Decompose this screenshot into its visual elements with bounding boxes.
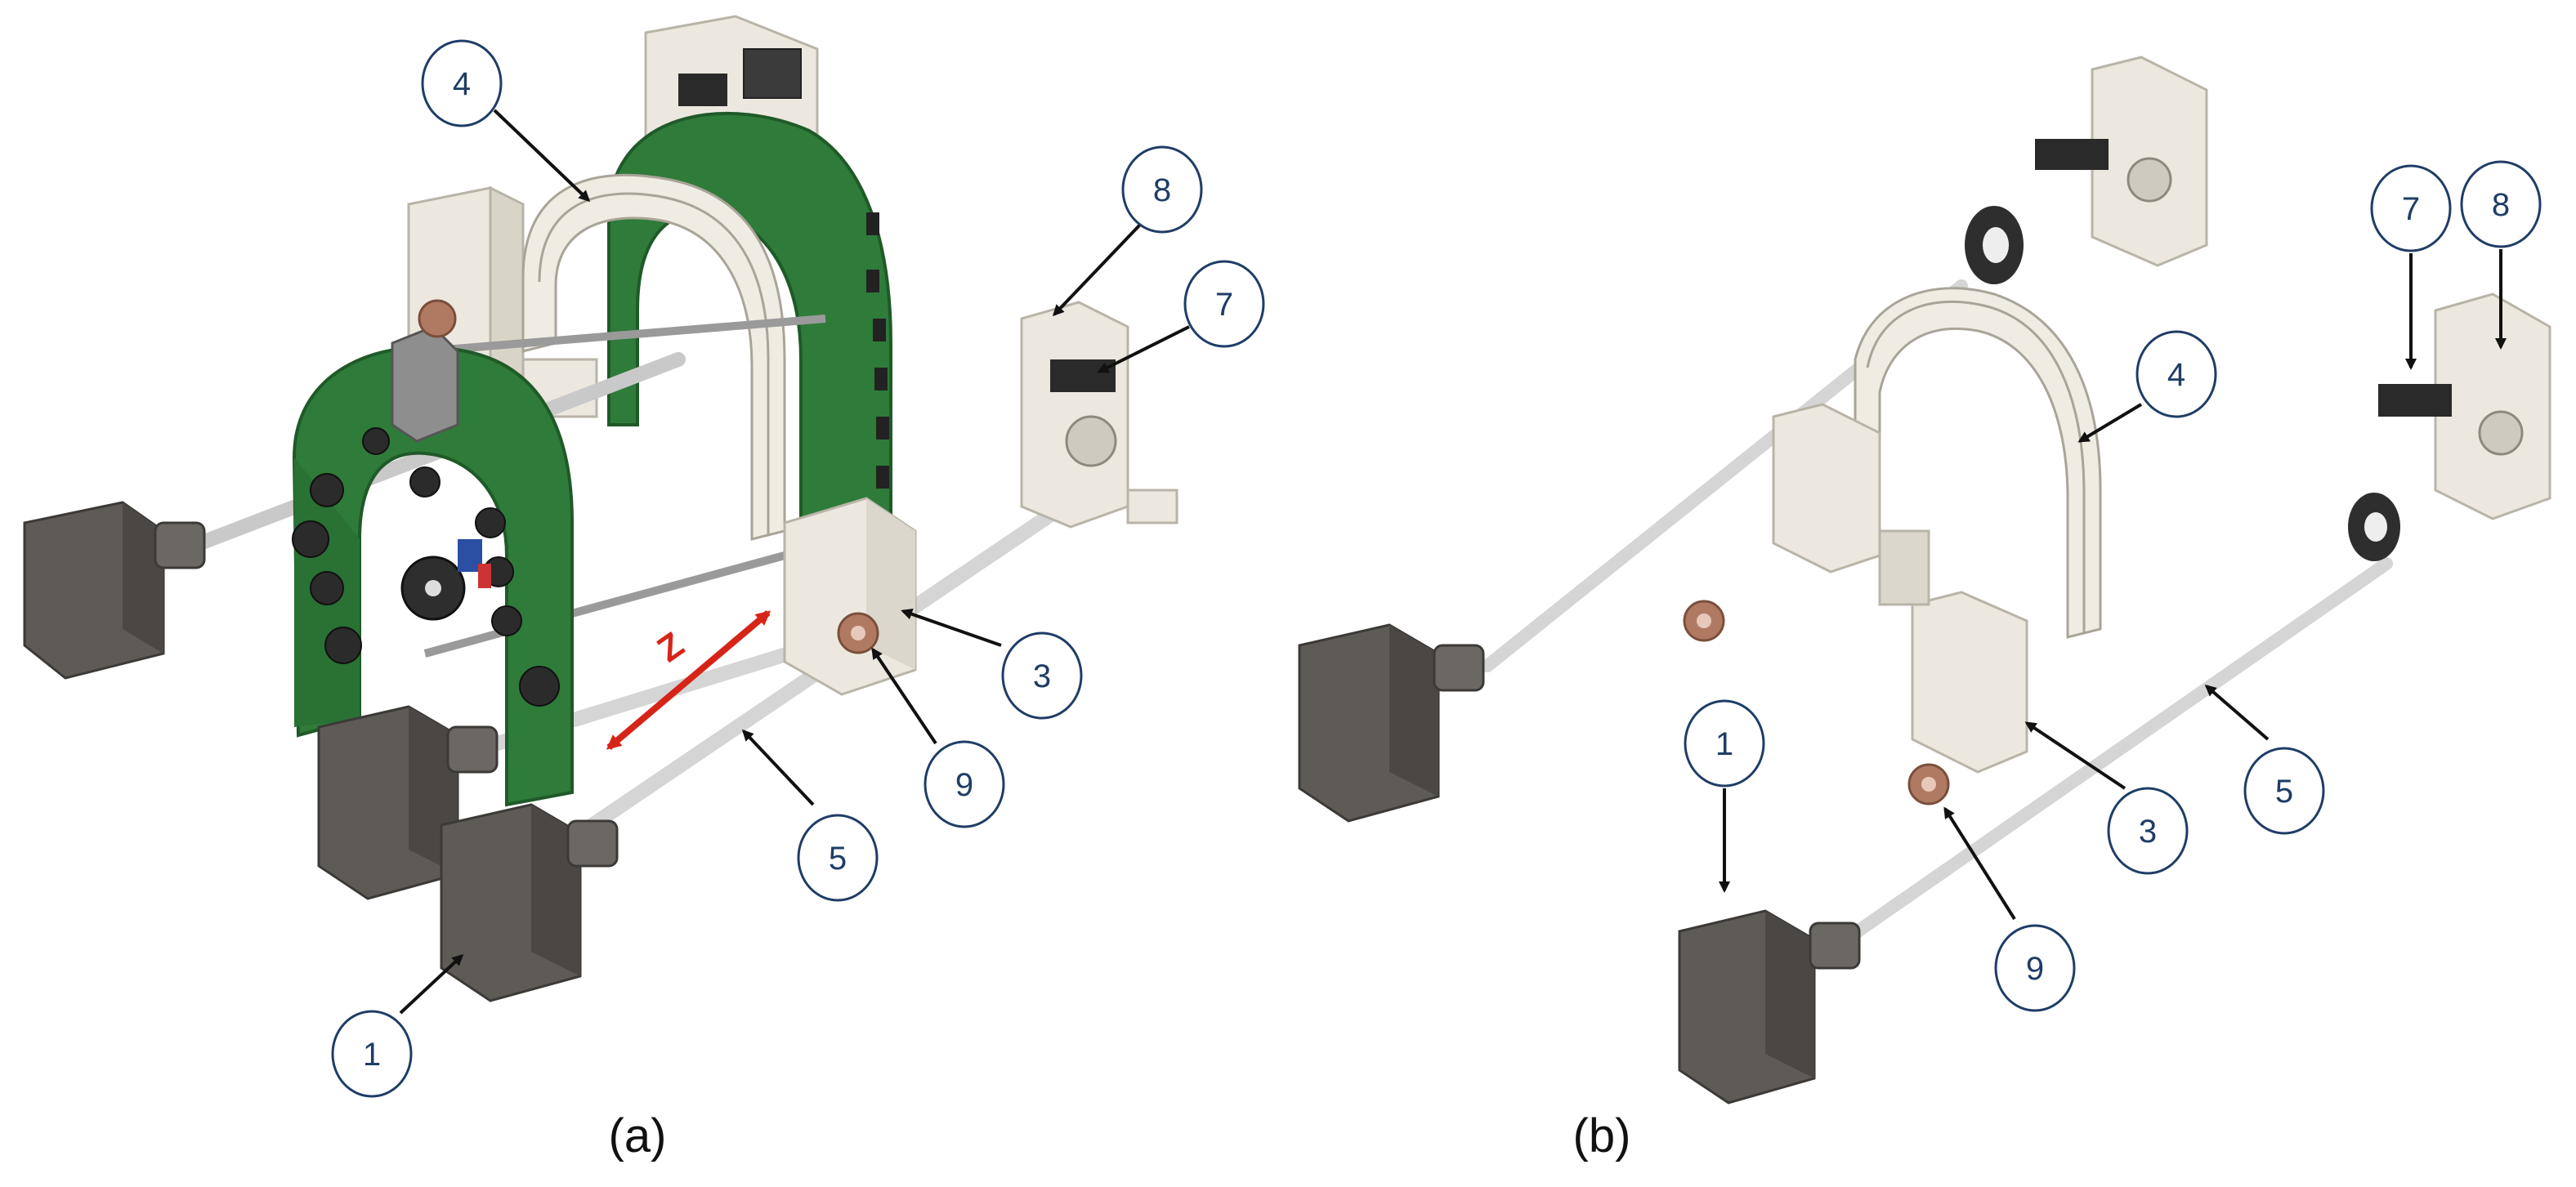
callout-4: 4	[421, 39, 591, 203]
motors-b	[1298, 623, 1861, 1104]
callout-b-5: 5	[2204, 685, 2325, 835]
callout-b-9: 9	[1943, 806, 2076, 1012]
callout-b-3: 3	[2024, 721, 2189, 875]
arc-guide-a	[521, 173, 786, 541]
carriage-block-b	[1772, 403, 2028, 774]
svg-text:8: 8	[2492, 187, 2510, 223]
svg-text:4: 4	[453, 66, 471, 102]
svg-text:4: 4	[2167, 357, 2185, 393]
caption-b: (b)	[1573, 1109, 1631, 1162]
panel-a: Z 4 8 7 3	[23, 15, 1265, 1162]
z-axis-label: Z	[651, 625, 691, 671]
svg-text:1: 1	[1715, 726, 1733, 762]
callout-b-1: 1	[1684, 699, 1765, 893]
carriage-block-a	[783, 497, 917, 696]
callout-9: 9	[871, 647, 1005, 828]
svg-text:9: 9	[955, 767, 973, 803]
svg-text:7: 7	[1215, 287, 1233, 323]
motors-a	[23, 501, 619, 1002]
callout-b-7: 7	[2370, 164, 2452, 370]
caption-a: (a)	[609, 1109, 667, 1162]
svg-text:1: 1	[363, 1037, 381, 1073]
svg-text:9: 9	[2026, 951, 2044, 987]
front-green-frame	[292, 299, 574, 807]
callout-7: 7	[1097, 260, 1265, 373]
callouts-a: 4 8 7 3 9	[331, 39, 1265, 1098]
callout-b-4: 4	[2077, 330, 2217, 443]
callout-5: 5	[741, 729, 879, 902]
svg-text:5: 5	[829, 841, 847, 877]
callout-8: 8	[1052, 145, 1203, 317]
svg-text:5: 5	[2275, 774, 2293, 810]
callout-b-8: 8	[2460, 160, 2542, 350]
callout-3: 3	[901, 609, 1083, 720]
svg-text:7: 7	[2402, 191, 2420, 227]
svg-text:3: 3	[1033, 658, 1051, 694]
bearing-top-b	[1965, 206, 2024, 284]
callout-1: 1	[331, 953, 464, 1098]
panel-b: 7 8 4 1 3	[1298, 56, 2551, 1162]
top-bracket-b	[2035, 56, 2208, 267]
svg-text:8: 8	[1153, 172, 1171, 208]
end-bracket-b	[2348, 292, 2551, 561]
center-mechanism	[400, 539, 491, 621]
arc-guide-b	[1854, 287, 2102, 639]
end-bracket-a	[1020, 301, 1178, 529]
svg-text:3: 3	[2139, 814, 2157, 850]
callouts-b: 7 8 4 1 3	[1684, 160, 2542, 1012]
nuts-b	[1683, 600, 1950, 805]
